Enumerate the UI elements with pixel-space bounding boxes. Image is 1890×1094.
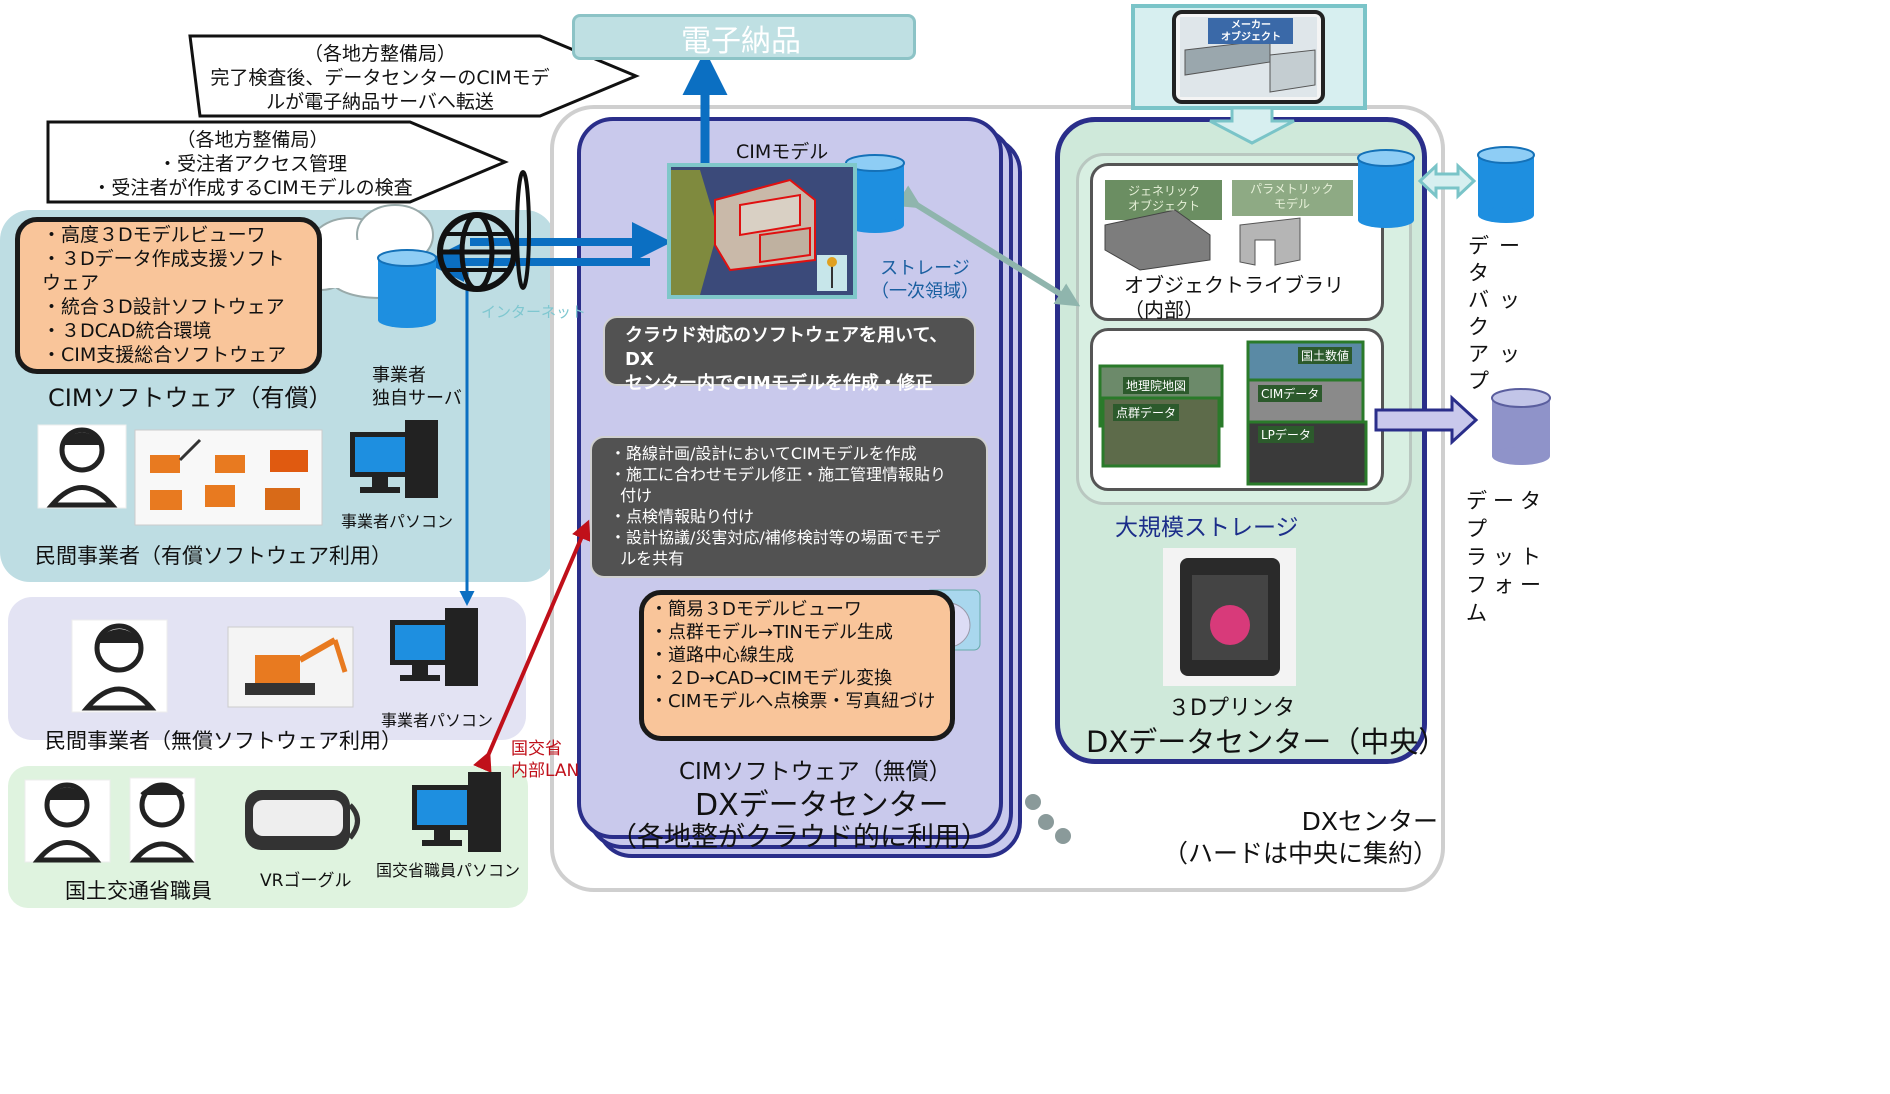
paid-software-list: ・高度３Dモデルビューワ ・３Dデータ作成支援ソフト ウェア ・統合３D設計ソフ… xyxy=(42,224,287,366)
thumb-label-3: CIMデータ xyxy=(1258,385,1323,402)
storage-primary-label: ストレージ （一次領域） xyxy=(871,258,979,302)
callout-top-shape xyxy=(188,34,640,118)
vr-goggle-label: VRゴーグル xyxy=(260,871,352,891)
regional-dc-sub: （各地整がクラウド的に利用） xyxy=(610,822,988,853)
mlit-pc-label: 国交省職員パソコン xyxy=(376,861,521,880)
callout-top-text: （各地方整備局） 完了検査後、データセンターのCIMモデ ルが電子納品サーバへ転… xyxy=(210,43,550,113)
connection-dots-icon xyxy=(1025,794,1071,844)
maker-object-image xyxy=(1180,17,1317,97)
mlit-lan-label: 国交省 内部LAN xyxy=(511,739,580,781)
central-dc-label: DXデータセンター（中央） xyxy=(1086,725,1448,759)
maker-down-arrow xyxy=(1209,106,1295,145)
construction-machinery-image xyxy=(134,429,323,526)
operator-server-label: 事業者 独自サーバ xyxy=(372,365,462,409)
internet-label: インターネット xyxy=(481,303,587,321)
thumb-label-1: 地理院地図 xyxy=(1123,377,1190,394)
worker-icon-2 xyxy=(71,619,168,713)
data-backup-label: データ バック アップ xyxy=(1468,234,1530,393)
cloud-statement-box xyxy=(603,316,976,386)
parametric-model-label: パラメトリック モデル xyxy=(1250,182,1334,211)
parametric-model-image xyxy=(1232,180,1353,266)
cim-model-label: CIMモデル xyxy=(736,141,829,163)
uses-box xyxy=(590,436,988,578)
cloud-statement-text: クラウド対応のソフトウェアを用いて、DX センター内でCIMモデルを作成・修正 xyxy=(625,325,948,394)
operator-pc-label-1: 事業者パソコン xyxy=(341,512,454,531)
free-software-list: ・簡易３Dモデルビューワ ・点群モデル→TINモデル生成 ・道路中心線生成 ・２… xyxy=(650,599,936,712)
private-paid-label: 民間事業者（有償ソフトウェア利用） xyxy=(35,544,392,568)
arrow-lan xyxy=(473,519,591,773)
platform-arrow xyxy=(1374,394,1479,446)
printer-3d-label: ３Dプリンタ xyxy=(1168,696,1295,721)
regional-dc-title: DXデータセンター xyxy=(695,788,949,823)
maker-object-label: メーカー オブジェクト xyxy=(1221,20,1281,43)
uses-list: ・路線計画/設計においてCIMモデルを作成 ・施工に合わせモデル修正・施工管理情… xyxy=(610,444,947,568)
operator-pc-icon-2 xyxy=(390,608,478,686)
operator-pc-icon-1 xyxy=(350,420,438,498)
paid-software-box xyxy=(15,217,322,374)
vr-goggle-icon xyxy=(245,790,360,850)
3d-printer-image xyxy=(1163,548,1296,686)
thumb-label-2: 国土数値 xyxy=(1298,347,1353,364)
excavator-image xyxy=(227,626,354,708)
backup-arrow xyxy=(1417,162,1477,200)
free-software-box xyxy=(639,590,955,741)
worker-icon-3 xyxy=(24,779,111,863)
private-free-label: 民間事業者（無償ソフトウェア利用） xyxy=(45,729,402,753)
thumb-label-5: LPデータ xyxy=(1258,426,1314,443)
central-storage-cylinder-icon xyxy=(1357,149,1415,228)
operator-pc-label-2: 事業者パソコン xyxy=(381,711,494,730)
large-storage-label: 大規模ストレージ xyxy=(1115,515,1299,541)
worker-icon-1 xyxy=(37,424,127,509)
dx-center-label: DXセンター （ハードは中央に集約） xyxy=(1162,807,1438,868)
paid-software-title: CIMソフトウェア（有償） xyxy=(48,384,333,412)
electronic-delivery-box xyxy=(572,14,916,60)
thumb-label-4: 点群データ xyxy=(1113,404,1180,421)
cim-model-image xyxy=(667,163,857,299)
object-library-label: オブジェクトライブラリ （内部） xyxy=(1124,273,1344,322)
electronic-delivery-label: 電子納品 xyxy=(681,24,801,59)
free-software-title: CIMソフトウェア（無償） xyxy=(679,759,952,785)
data-platform-label: データプ ラット フォーム xyxy=(1466,489,1547,625)
gateway-ring-icon xyxy=(515,170,531,290)
mlit-staff-label: 国土交通省職員 xyxy=(65,879,212,903)
mlit-pc-icon xyxy=(412,772,501,852)
globe-icon xyxy=(437,212,517,292)
staff-icon xyxy=(129,777,196,863)
arrow-storage-sync xyxy=(895,185,1081,307)
callout-mid-text: （各地方整備局） ・受注者アクセス管理 ・受注者が作成するCIMモデルの検査 xyxy=(92,129,413,199)
callout-mid-shape xyxy=(46,120,509,204)
platform-cylinder-icon xyxy=(1491,388,1551,465)
server-cylinder-icon xyxy=(377,249,437,328)
generic-object-label: ジェネリック オブジェクト xyxy=(1127,184,1200,213)
backup-cylinder-icon xyxy=(1477,146,1535,223)
generic-object-image xyxy=(1104,180,1222,271)
